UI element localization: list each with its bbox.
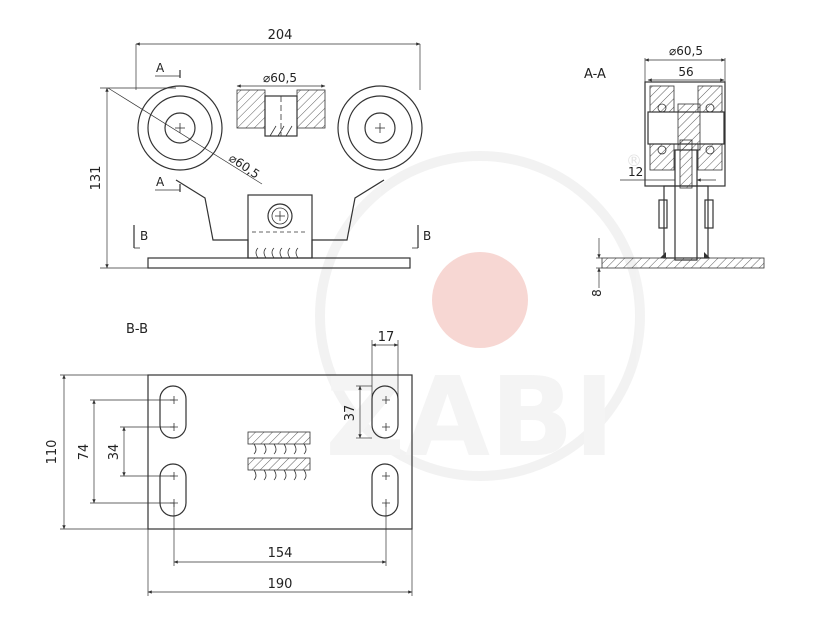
section-marker-a-top: A: [156, 61, 165, 75]
dim-slot-width: 17: [378, 330, 395, 345]
dim-plate-thickness: 8: [590, 289, 604, 297]
front-view: 204 131 ⌀60,5 ⌀60,5 A A B B: [89, 28, 431, 269]
watermark-registered-mark: ®: [626, 151, 642, 170]
dim-overall-width: 204: [268, 28, 293, 43]
dim-plate-width: 190: [268, 577, 293, 592]
watermark-text: ZABI: [325, 353, 615, 481]
section-aa-view: A-A ⌀60,5 56 12: [584, 44, 765, 297]
dim-aa-gap: 12: [628, 165, 643, 179]
mounting-slot-top-left: [159, 385, 187, 439]
watermark-logo: ZABI ®: [315, 151, 645, 481]
section-marker-b-left: B: [140, 229, 148, 243]
watermark-red-dot: [432, 252, 528, 348]
mounting-slot-top-right: [371, 385, 399, 439]
dim-slot-length: 37: [343, 405, 358, 422]
section-marker-b-right: B: [423, 229, 431, 243]
section-bb-view: B-B 110 74: [45, 322, 413, 596]
section-marker-a-bottom: A: [156, 175, 165, 189]
mounting-slot-bottom-left: [159, 463, 187, 517]
section-bb-title: B-B: [126, 322, 148, 337]
dim-plate-height: 110: [45, 440, 60, 465]
dim-wheel-diameter-diag: ⌀60,5: [226, 151, 262, 182]
mounting-slot-bottom-right: [371, 463, 399, 517]
dim-wheel-diameter-top: ⌀60,5: [263, 71, 297, 85]
dim-hole-spacing-outer: 74: [77, 444, 92, 461]
section-aa-title: A-A: [584, 67, 606, 82]
dim-aa-width: 56: [678, 65, 693, 79]
dim-height: 131: [89, 166, 104, 191]
dim-aa-diameter: ⌀60,5: [669, 44, 703, 58]
dim-hole-spacing-inner: 34: [107, 444, 122, 461]
dim-hole-spacing-x: 154: [268, 546, 293, 561]
